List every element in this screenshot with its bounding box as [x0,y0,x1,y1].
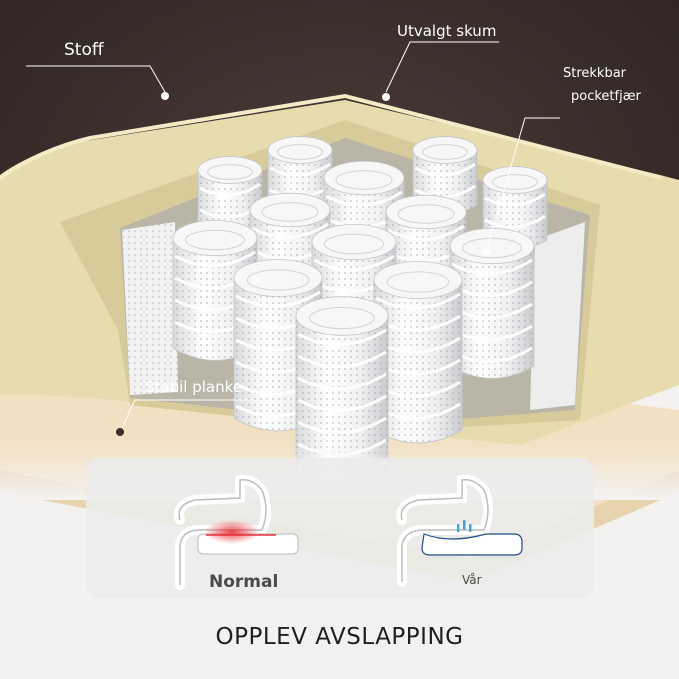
callout-fabric: Stoff [64,40,104,60]
ours-comparison-figure [396,474,523,587]
plank-callout-dot [116,428,124,436]
headline: OPPLEV AVSLAPPING [215,624,464,650]
pocket-spring-coils [122,136,585,490]
pocket-coil [449,227,535,379]
normal-comparison-figure [174,474,299,590]
comparison-panel [86,458,594,598]
callout-foam: Utvalgt skum [397,22,497,40]
comparison-ours-label: Vår [462,573,482,587]
callout-leader-lines [26,41,560,429]
callout-plank: Stabil planke [145,378,242,396]
comparison-normal-label: Normal [209,572,279,592]
foam-rim-highlight [0,93,663,180]
coil-side-wall-texture [122,222,178,395]
callout-spring-line2: pocketfjær [571,89,641,104]
callout-spring-line1: Strekkbar [563,66,627,81]
coil-right-wall [530,222,585,410]
pocket-coil [373,261,463,444]
callout-dots [161,92,490,256]
